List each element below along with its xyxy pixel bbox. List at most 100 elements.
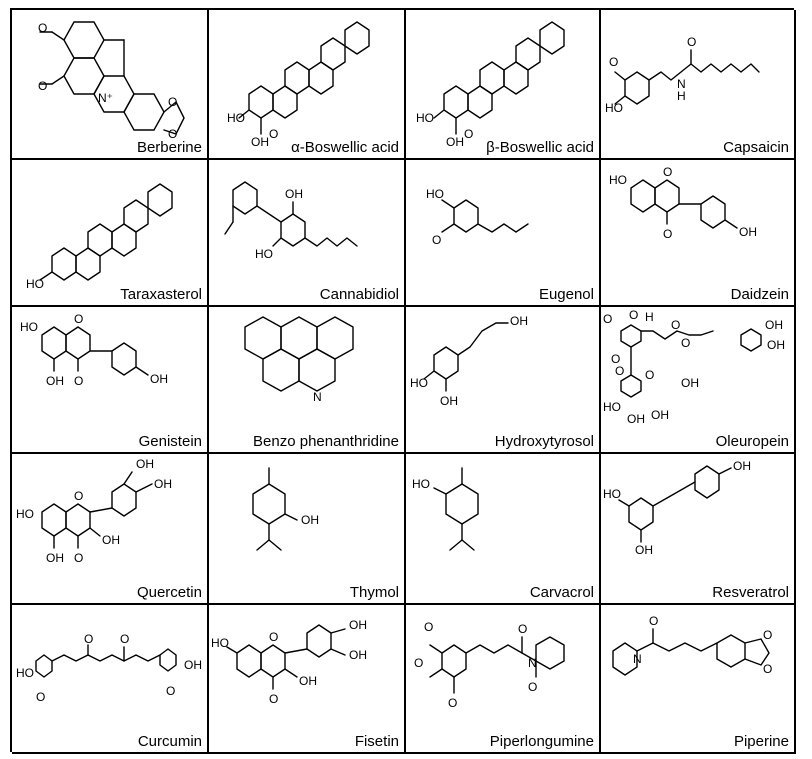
atom-label: O — [528, 680, 537, 694]
atom-label: OH — [154, 477, 172, 491]
atom-label: OH — [767, 338, 785, 352]
atom-label: O — [414, 656, 423, 670]
atom-label: O — [432, 233, 441, 247]
cell-quercetin: OH OH HO O OH OH O Quercetin — [12, 454, 209, 605]
compound-name: Resveratrol — [710, 584, 789, 601]
cell-berberine: O O N⁺ O O Berberine — [12, 10, 209, 160]
compound-name: Oleuropein — [713, 433, 789, 450]
cell-piperine: O N O O Piperine — [601, 605, 796, 754]
compound-name: Taraxasterol — [118, 286, 202, 303]
atom-label: O — [424, 620, 433, 634]
atom-label: HO — [211, 636, 229, 650]
atom-label: HO — [26, 277, 44, 291]
structure-alpha-boswellic-acid: HO OH O — [227, 21, 370, 149]
atom-label: OH — [627, 412, 645, 426]
cell-capsaicin: O HO H N O Capsaicin — [601, 10, 796, 160]
atom-label: N — [633, 652, 642, 666]
atom-label: OH — [285, 187, 303, 201]
atom-label: O — [74, 312, 83, 326]
atom-label: O — [611, 352, 620, 366]
compound-grid: O O N⁺ O O Berberine HO OH O α-Boswellic… — [10, 8, 796, 754]
cell-alpha-boswellic-acid: HO OH O α-Boswellic acid — [209, 10, 406, 160]
compound-name: Berberine — [134, 139, 202, 156]
atom-label: HO — [603, 487, 621, 501]
structure-genistein: HO O OH O OH — [20, 312, 168, 388]
structure-capsaicin: O HO H N O — [605, 35, 760, 115]
compound-name: Piperine — [731, 733, 789, 750]
atom-label: HO — [16, 507, 34, 521]
cell-thymol: OH Thymol — [209, 454, 406, 605]
atom-label: OH — [102, 533, 120, 547]
atom-label: O — [120, 632, 129, 646]
atom-label: OH — [635, 543, 653, 557]
compound-name: Eugenol — [536, 286, 594, 303]
structure-curcumin: O O HO O O OH — [16, 632, 202, 704]
atom-label: O — [166, 684, 175, 698]
structure-carvacrol: HO — [412, 467, 479, 551]
structure-benzo-phenanthridine: N — [244, 316, 354, 404]
atom-label: O — [629, 308, 638, 322]
compound-name: Quercetin — [134, 584, 202, 601]
atom-label: O — [603, 312, 612, 326]
atom-label: HO — [255, 247, 273, 261]
atom-label: N — [313, 390, 322, 404]
atom-label: O — [168, 127, 177, 141]
cell-fisetin: OH OH HO O OH O Fisetin — [209, 605, 406, 754]
structure-piperlongumine: O O O O N O — [414, 620, 565, 710]
structure-daidzein: HO O O OH — [609, 165, 757, 241]
compound-name: Fisetin — [352, 733, 399, 750]
structure-resveratrol: OH HO OH — [603, 459, 751, 557]
atom-label: OH — [150, 372, 168, 386]
atom-label: HO — [416, 111, 434, 125]
atom-label: H — [645, 310, 654, 324]
atom-label: OH — [739, 225, 757, 239]
atom-label: O — [269, 692, 278, 706]
atom-label: O — [74, 489, 83, 503]
atom-label: N — [677, 77, 686, 91]
compound-name: Genistein — [136, 433, 202, 450]
atom-label: HO — [412, 477, 430, 491]
atom-label: OH — [510, 314, 528, 328]
atom-label: OH — [184, 658, 202, 672]
atom-label: O — [609, 55, 618, 69]
cell-genistein: HO O OH O OH Genistein — [12, 307, 209, 454]
atom-label: O — [464, 127, 473, 141]
atom-label: HO — [20, 320, 38, 334]
compound-name: Cannabidiol — [317, 286, 399, 303]
atom-label: O — [687, 35, 696, 49]
compound-name: Piperlongumine — [487, 733, 594, 750]
compound-name: Curcumin — [135, 733, 202, 750]
atom-label: OH — [251, 135, 269, 149]
structure-cannabidiol: OH HO — [224, 181, 358, 261]
atom-label: OH — [349, 618, 367, 632]
atom-label: OH — [651, 408, 669, 422]
atom-label: O — [74, 551, 83, 565]
atom-label: O — [671, 318, 680, 332]
atom-label: O — [615, 364, 624, 378]
compound-name: Hydroxytyrosol — [492, 433, 594, 450]
cell-resveratrol: OH HO OH Resveratrol — [601, 454, 796, 605]
structure-eugenol: HO O — [426, 187, 529, 247]
atom-label: O — [74, 374, 83, 388]
atom-label: O — [38, 79, 47, 93]
atom-label: OH — [46, 551, 64, 565]
compound-name: Carvacrol — [527, 584, 594, 601]
cell-daidzein: HO O O OH Daidzein — [601, 160, 796, 307]
atom-label: HO — [227, 111, 245, 125]
atom-label: HO — [609, 173, 627, 187]
atom-label: O — [269, 127, 278, 141]
atom-label: HO — [605, 101, 623, 115]
atom-label: O — [36, 690, 45, 704]
atom-label: O — [448, 696, 457, 710]
atom-label: O — [518, 622, 527, 636]
atom-label: OH — [299, 674, 317, 688]
cell-curcumin: O O HO O O OH Curcumin — [12, 605, 209, 754]
cell-cannabidiol: OH HO Cannabidiol — [209, 160, 406, 307]
atom-label: N — [528, 656, 537, 670]
compound-name: β-Boswellic acid — [484, 139, 594, 156]
structure-oleuropein: O O H O O O OH OH O O OH HO OH OH — [603, 308, 785, 426]
compound-name: Thymol — [347, 584, 399, 601]
atom-label: OH — [440, 394, 458, 408]
cell-eugenol: HO O Eugenol — [406, 160, 601, 307]
cell-beta-boswellic-acid: HO OH O β-Boswellic acid — [406, 10, 601, 160]
